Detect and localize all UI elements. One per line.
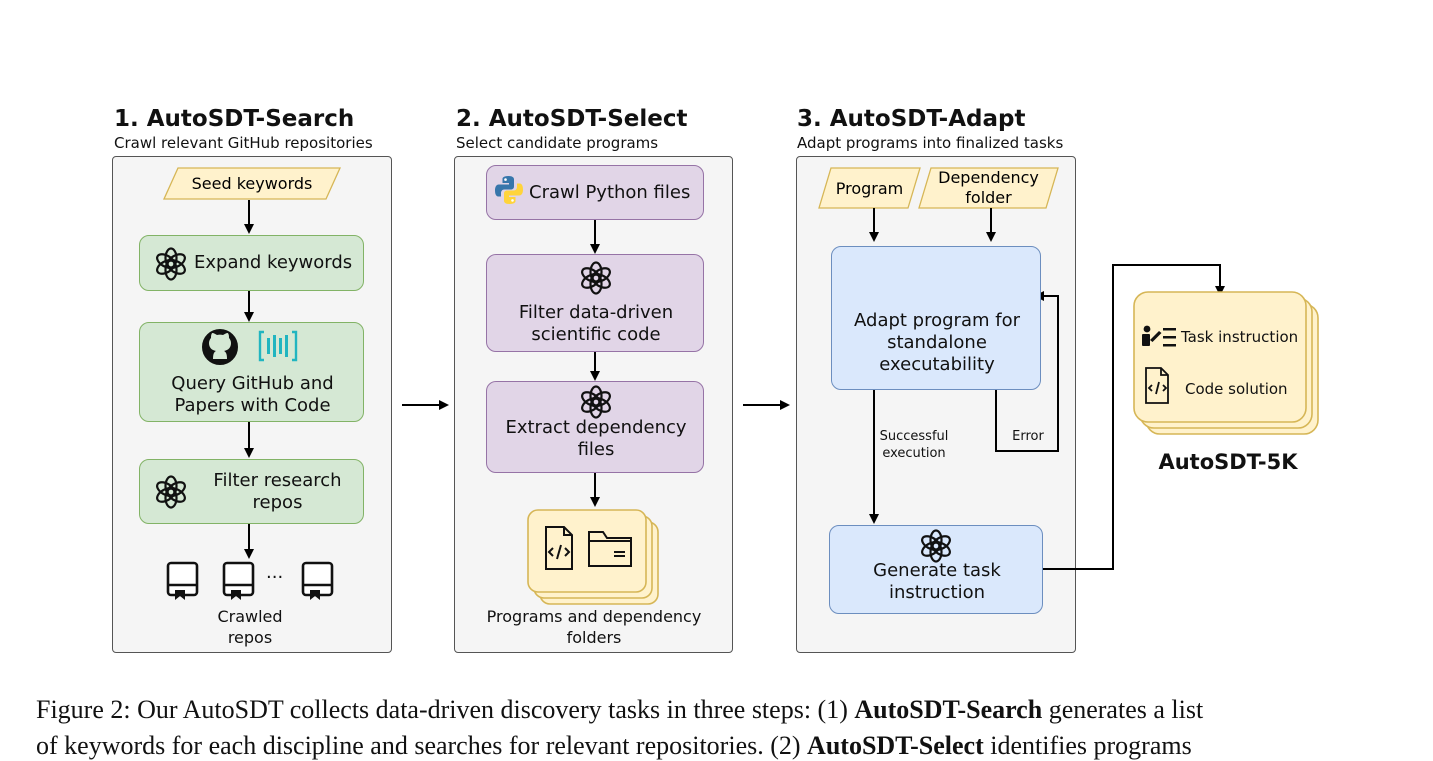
dependency-folder-label-1: Dependency — [938, 168, 1039, 187]
adapt-program-label-2: standalone — [887, 332, 987, 353]
successful-label-1: Successful — [879, 429, 949, 444]
filter-repos-box: Filter research repos — [139, 459, 364, 524]
search-subtitle: Crawl relevant GitHub repositories — [114, 134, 373, 152]
filter-code-label-1: Filter data-driven — [518, 302, 674, 323]
openai-icon — [156, 247, 186, 281]
caption-text: Figure 2: Our AutoSDT collects data-driv… — [36, 695, 855, 724]
programs-label-1: Programs and dependency — [486, 607, 702, 626]
filter-code-label-2: scientific code — [531, 324, 661, 345]
filter-repos-label-2: repos — [252, 492, 303, 513]
openai-icon — [156, 475, 186, 509]
programs-card — [527, 509, 647, 593]
generate-task-box: Generate task instruction — [829, 525, 1043, 614]
select-title: 2. AutoSDT-Select — [456, 106, 688, 132]
filter-repos-label-1: Filter research — [213, 470, 342, 491]
crawl-python-label: Crawl Python files — [529, 182, 691, 203]
error-label: Error — [1012, 429, 1044, 444]
caption-text: identifies programs — [983, 731, 1192, 760]
dependency-folder-input: Dependency folder — [919, 168, 1058, 208]
papers-with-code-icon — [258, 330, 298, 362]
repos-ellipsis: ... — [266, 562, 284, 583]
dependency-folder-shape — [918, 167, 1059, 209]
generate-task-label-2: instruction — [888, 582, 986, 603]
extract-dependency-box: Extract dependency files — [486, 381, 704, 473]
code-solution-icon — [1145, 367, 1169, 404]
search-title: 1. AutoSDT-Search — [114, 106, 355, 132]
adapt-program-label-1: Adapt program for — [854, 310, 1020, 331]
query-github-box: Query GitHub and Papers with Code — [139, 322, 364, 422]
adapt-subtitle: Adapt programs into finalized tasks — [797, 134, 1064, 152]
extract-dependency-label-2: files — [577, 439, 615, 460]
successful-label-2: execution — [882, 446, 946, 461]
expand-keywords-box: Expand keywords — [139, 235, 364, 291]
adapt-title: 3. AutoSDT-Adapt — [797, 106, 1026, 132]
caption-bold: AutoSDT-Select — [807, 731, 984, 760]
caption-text: generates a list — [1042, 695, 1204, 724]
program-input: Program — [835, 178, 904, 198]
caption-line-1: Figure 2: Our AutoSDT collects data-driv… — [36, 695, 1203, 725]
extract-dependency-label-1: Extract dependency — [505, 417, 687, 438]
adapt-program-box: Adapt program for standalone executabili… — [831, 246, 1041, 390]
code-solution-label: Code solution — [1185, 380, 1288, 398]
query-github-label-1: Query GitHub and — [171, 373, 334, 394]
filter-code-box: Filter data-driven scientific code — [486, 254, 704, 352]
openai-icon — [581, 261, 611, 295]
crawl-python-box: Crawl Python files — [486, 165, 704, 220]
generate-task-label-1: Generate task — [873, 560, 1001, 581]
autosdt-5k-label: AutoSDT-5K — [1158, 450, 1298, 474]
caption-text: of keywords for each discipline and sear… — [36, 731, 808, 760]
programs-label-2: folders — [566, 628, 622, 647]
select-subtitle: Select candidate programs — [456, 134, 659, 152]
github-icon — [202, 329, 238, 365]
adapt-program-label-3: executability — [879, 354, 995, 375]
dependency-folder-label-2: folder — [965, 188, 1012, 207]
instruction-icon — [1142, 325, 1176, 347]
openai-icon — [921, 529, 951, 563]
expand-keywords-label: Expand keywords — [194, 252, 353, 273]
seed-keywords: Seed keywords — [191, 174, 313, 193]
code-file-icon — [545, 526, 573, 570]
seed-keywords-shape — [162, 167, 342, 200]
openai-icon — [581, 385, 611, 419]
autosdt-5k-card — [1133, 291, 1307, 423]
crawled-label-1: Crawled — [217, 607, 283, 626]
crawled-label-2: repos — [227, 628, 273, 647]
caption-line-2: of keywords for each discipline and sear… — [36, 731, 1192, 761]
program-input-shape — [818, 167, 921, 209]
python-icon — [495, 176, 523, 204]
task-instruction-label: Task instruction — [1181, 328, 1299, 346]
folder-icon — [588, 531, 632, 567]
caption-bold: AutoSDT-Search — [854, 695, 1043, 724]
query-github-label-2: Papers with Code — [174, 395, 331, 416]
